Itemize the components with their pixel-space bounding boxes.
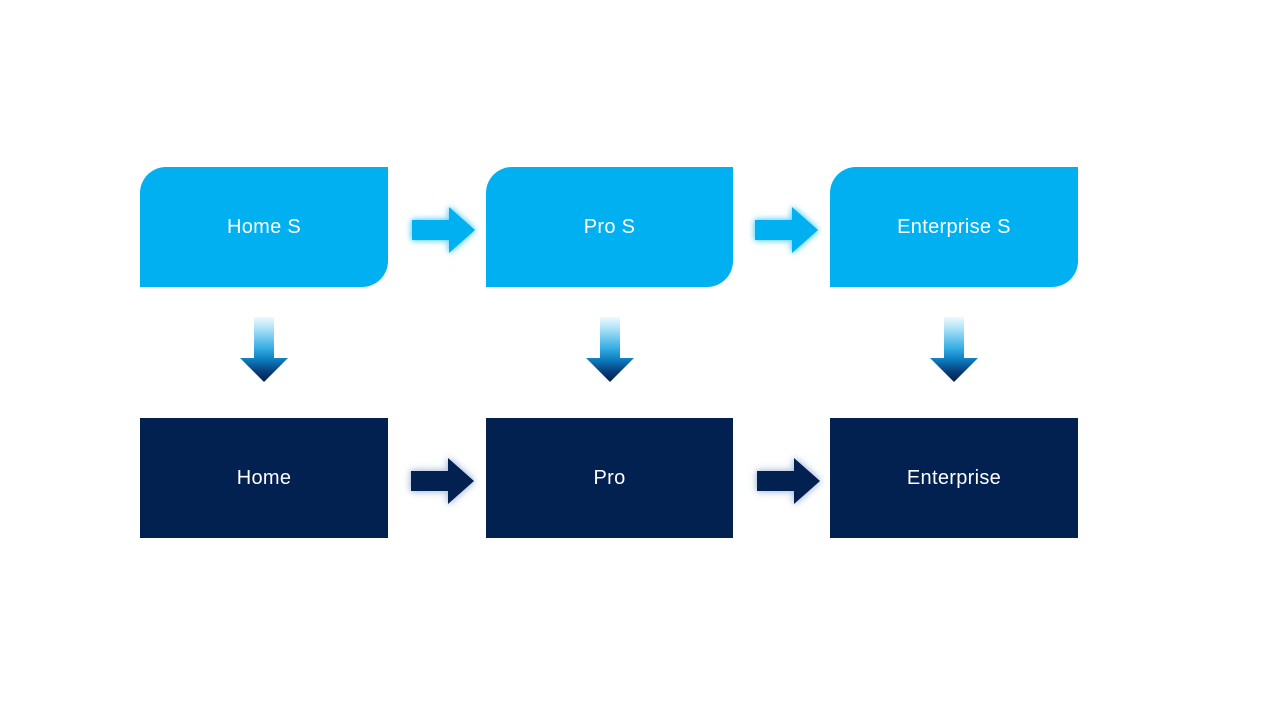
node-enterprise: Enterprise <box>830 418 1078 538</box>
node-pro: Pro <box>486 418 733 538</box>
node-home-s-label: Home S <box>226 215 302 238</box>
node-enterprise-label: Enterprise <box>906 466 1002 489</box>
node-home: Home <box>140 418 388 538</box>
down-arrow-icon <box>586 317 634 382</box>
node-enterprise-s: Enterprise S <box>830 167 1078 287</box>
right-arrow-icon <box>755 207 818 253</box>
node-enterprise-s-label: Enterprise S <box>897 215 1011 238</box>
down-arrow-icon <box>930 317 978 382</box>
node-pro-s: Pro S <box>486 167 733 287</box>
right-arrow-icon <box>412 207 475 253</box>
node-home-label: Home <box>236 466 292 489</box>
right-arrow-icon <box>411 458 474 504</box>
node-pro-s-label: Pro S <box>583 215 636 238</box>
node-pro-label: Pro <box>593 466 626 489</box>
node-home-s: Home S <box>140 167 388 287</box>
right-arrow-icon <box>757 458 820 504</box>
down-arrow-icon <box>240 317 288 382</box>
